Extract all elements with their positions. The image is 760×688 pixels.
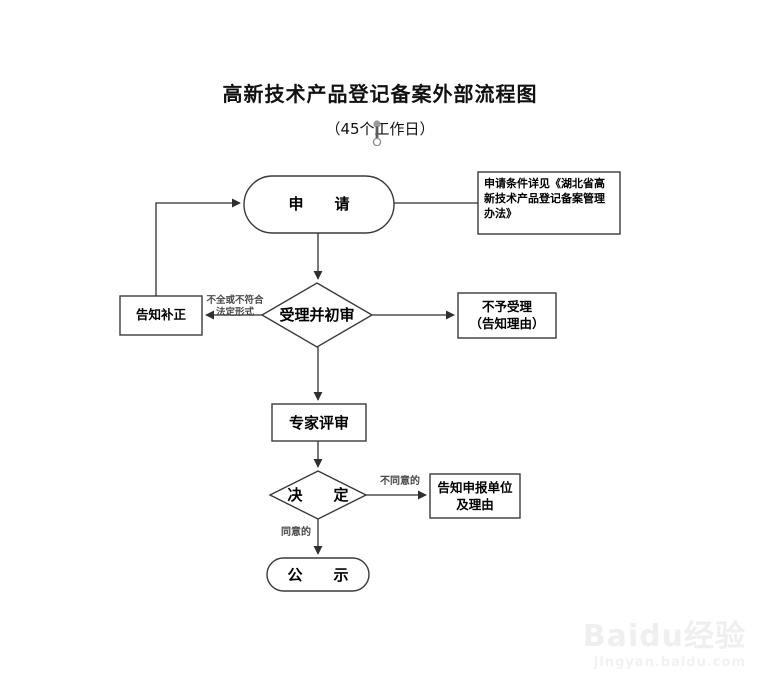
node-note-shape [477, 171, 621, 235]
node-note-line-2: 新技术产品登记备案管理 [484, 192, 605, 205]
node-reject-shape [457, 292, 557, 339]
node-inform-shape [429, 473, 521, 519]
node-notify-fix-shape [119, 295, 203, 336]
edge-notifyfix-to-apply [155, 198, 241, 296]
edge-label-incomplete: 不全或不符合 法定形式 [206, 295, 264, 318]
node-decide-shape [268, 470, 368, 520]
node-reject-line-2: （告知理由） [469, 316, 545, 331]
watermark-main: Baidu经验 [582, 619, 746, 654]
node-notify-fix-label: 告知补正 [135, 307, 186, 322]
page-subtitle: （45个工作日） [325, 120, 435, 138]
watermark: Baidu经验 jingyan.baidu.com [582, 619, 746, 671]
node-publicize-shape [266, 557, 370, 592]
node-accept-shape [260, 282, 374, 348]
watermark-sub: jingyan.baidu.com [593, 655, 746, 670]
edge-label-agree: 同意的 [281, 527, 311, 538]
node-note-line-3: 办法》 [484, 207, 517, 220]
node-note-line-1: 申请条件详见《湖北省高 [484, 177, 605, 190]
text-cursor-icon [372, 120, 382, 146]
node-review-shape [271, 403, 367, 442]
node-inform-line-2: 及理由 [456, 497, 494, 512]
node-apply-shape [243, 175, 395, 234]
node-inform-line-1: 告知申报单位 [437, 480, 513, 495]
page-title: 高新技术产品登记备案外部流程图 [222, 82, 538, 106]
node-reject-line-1: 不予受理 [481, 299, 532, 314]
edge-label-disagree: 不同意的 [380, 476, 420, 487]
